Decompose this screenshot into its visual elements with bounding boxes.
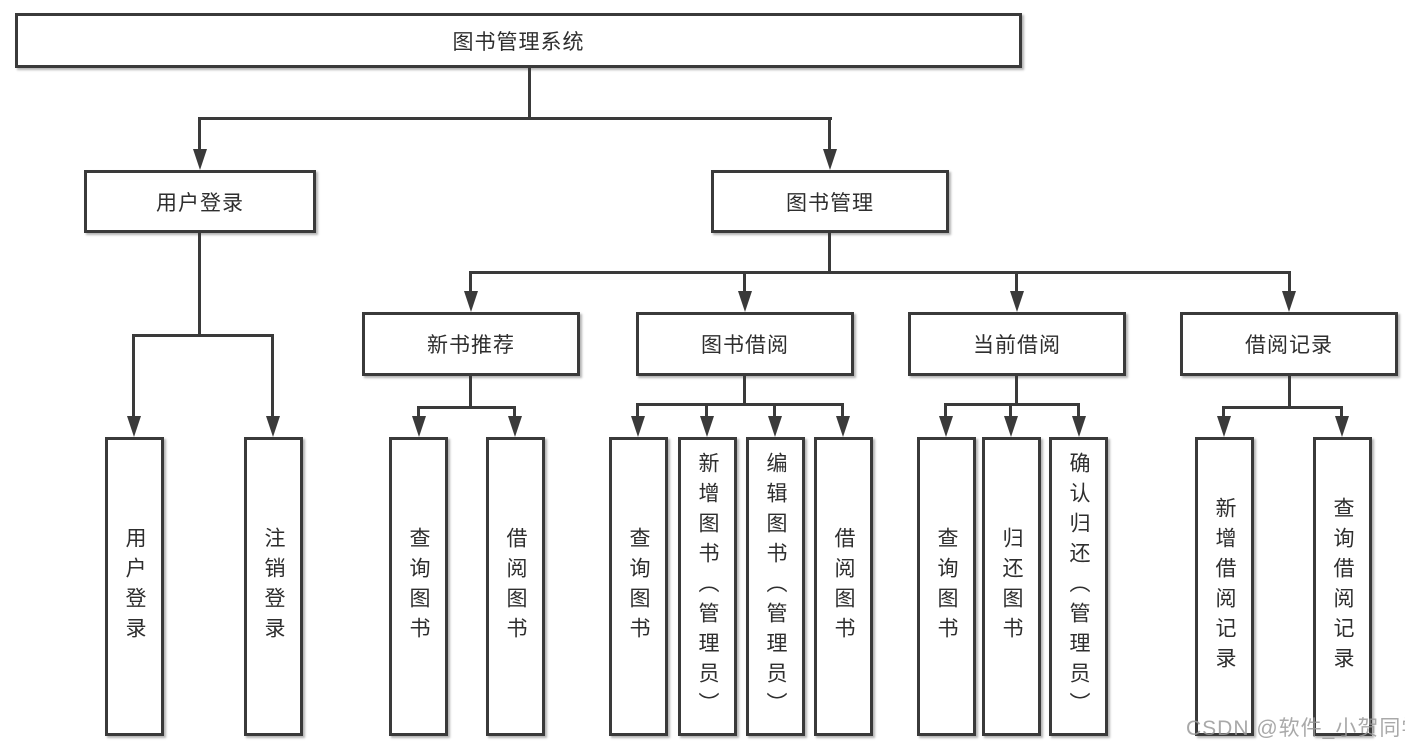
connector-line	[1222, 406, 1343, 409]
connector-line	[1077, 403, 1080, 418]
node-current-borrowing: 当前借阅	[908, 312, 1126, 376]
leaf-label: 借阅图书	[504, 526, 527, 647]
arrow-down	[1335, 416, 1349, 437]
node-book-management: 图书管理	[711, 170, 949, 233]
leaf-label: 注销登录	[262, 526, 285, 647]
connector-line	[469, 271, 1291, 274]
arrow-down	[700, 416, 714, 437]
leaf-label: 查询借阅记录	[1331, 496, 1354, 677]
connector-line	[1222, 406, 1225, 419]
connector-line	[1288, 271, 1291, 293]
connector-line	[132, 334, 135, 418]
arrow-down	[1004, 416, 1018, 437]
leaf-add-books-admin: 新增图书（管理员）	[678, 437, 737, 736]
leaf-label: 确认归还（管理员）	[1067, 451, 1090, 722]
arrow-down	[127, 416, 141, 437]
leaf-label: 归还图书	[1000, 526, 1023, 647]
leaf-label: 新增图书（管理员）	[696, 451, 719, 722]
node-label: 图书管理系统	[452, 30, 585, 54]
connector-line	[1015, 271, 1018, 293]
connector-line	[469, 271, 472, 293]
arrow-down	[412, 416, 426, 437]
connector-line	[773, 403, 776, 418]
node-new-book-recommendation: 新书推荐	[362, 312, 580, 376]
connector-line	[743, 376, 746, 406]
node-borrowing-records: 借阅记录	[1180, 312, 1398, 376]
connector-line	[1340, 406, 1343, 419]
csdn-watermark: CSDN @软件_小贺同学	[1186, 717, 1405, 740]
node-label: 图书借阅	[701, 334, 789, 357]
leaf-borrow-books-recommend: 借阅图书	[486, 437, 545, 736]
arrow-down	[738, 291, 752, 312]
leaf-label: 用户登录	[123, 526, 146, 647]
leaf-label: 借阅图书	[832, 526, 855, 647]
connector-line	[636, 403, 639, 418]
connector-line	[417, 406, 420, 419]
arrow-down	[1072, 416, 1086, 437]
connector-line	[198, 233, 201, 337]
arrow-down	[464, 291, 478, 312]
connector-line	[828, 117, 831, 152]
leaf-user-login: 用户登录	[105, 437, 164, 736]
arrow-down	[1282, 291, 1296, 312]
leaf-query-books-borrowing: 查询图书	[609, 437, 668, 736]
arrow-down	[1217, 416, 1231, 437]
leaf-confirm-return-admin: 确认归还（管理员）	[1049, 437, 1108, 736]
leaf-add-borrow-record: 新增借阅记录	[1195, 437, 1254, 736]
arrow-down	[836, 416, 850, 437]
connector-line	[1015, 376, 1018, 406]
connector-line	[1009, 403, 1012, 418]
connector-line	[705, 403, 708, 418]
arrow-down	[823, 149, 837, 170]
arrow-down	[266, 416, 280, 437]
connector-line	[944, 403, 947, 418]
arrow-down	[631, 416, 645, 437]
node-label: 用户登录	[156, 191, 244, 215]
connector-line	[132, 334, 274, 337]
connector-line	[198, 117, 201, 152]
leaf-logout: 注销登录	[244, 437, 303, 736]
node-library-management-system: 图书管理系统	[15, 13, 1022, 68]
arrow-down	[939, 416, 953, 437]
leaf-label: 查询图书	[407, 526, 430, 647]
node-label: 新书推荐	[427, 334, 515, 357]
connector-line	[198, 117, 832, 120]
connector-line	[636, 403, 844, 406]
connector-line	[828, 233, 831, 274]
node-book-borrowing: 图书借阅	[636, 312, 854, 376]
leaf-label: 查询图书	[935, 526, 958, 647]
node-label: 当前借阅	[973, 334, 1061, 357]
arrow-down	[1010, 291, 1024, 312]
leaf-label: 新增借阅记录	[1213, 496, 1236, 677]
leaf-query-books-recommend: 查询图书	[389, 437, 448, 736]
leaf-query-books-current: 查询图书	[917, 437, 976, 736]
arrow-down	[768, 416, 782, 437]
node-label: 图书管理	[786, 191, 874, 215]
leaf-label: 编辑图书（管理员）	[764, 451, 787, 722]
connector-line	[1288, 376, 1291, 409]
node-user-login: 用户登录	[84, 170, 316, 233]
connector-line	[513, 406, 516, 419]
connector-line	[271, 334, 274, 418]
connector-line	[944, 403, 1080, 406]
leaf-query-borrow-record: 查询借阅记录	[1313, 437, 1372, 736]
connector-line	[469, 376, 472, 409]
leaf-return-books: 归还图书	[982, 437, 1041, 736]
leaf-edit-books-admin: 编辑图书（管理员）	[746, 437, 805, 736]
connector-line	[417, 406, 516, 409]
node-label: 借阅记录	[1245, 334, 1333, 357]
leaf-label: 查询图书	[627, 526, 650, 647]
connector-line	[743, 271, 746, 293]
connector-line	[841, 403, 844, 418]
leaf-borrow-books: 借阅图书	[814, 437, 873, 736]
arrow-down	[193, 149, 207, 170]
connector-line	[528, 68, 531, 120]
arrow-down	[508, 416, 522, 437]
